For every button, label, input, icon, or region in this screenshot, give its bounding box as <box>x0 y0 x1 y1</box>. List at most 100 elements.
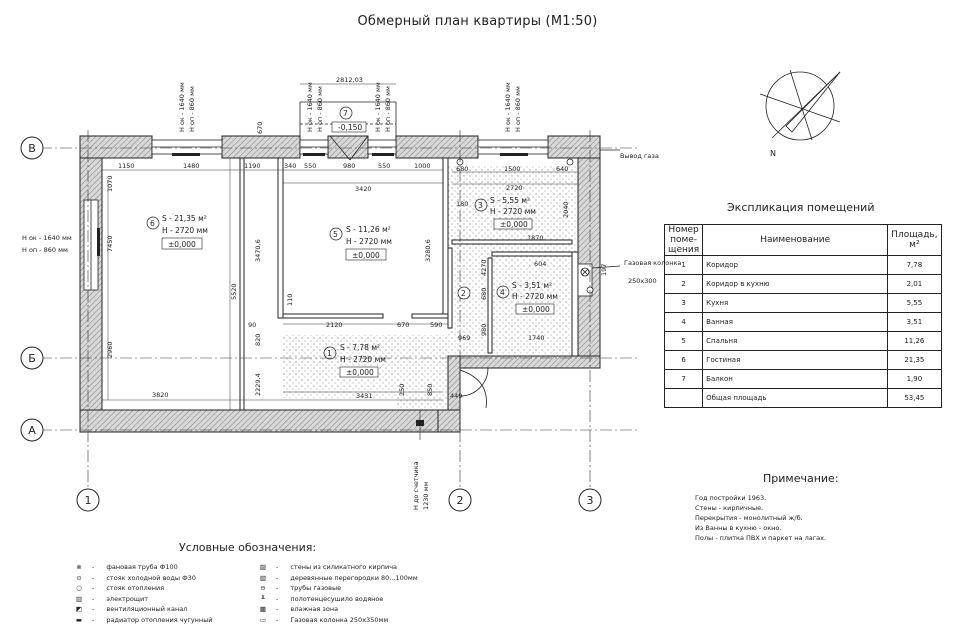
row-area: 53,45 <box>887 388 942 408</box>
svg-text:340: 340 <box>284 162 296 170</box>
legend-dash: - <box>92 584 95 592</box>
legend-dash: - <box>276 615 279 624</box>
svg-text:3470,6: 3470,6 <box>254 239 262 262</box>
svg-text:Н ок - 1640 мм: Н ок - 1640 мм <box>374 82 382 132</box>
legend-right: ▨-стены из силикатного кирпича▧-деревянн… <box>254 562 418 625</box>
row-number: 5 <box>663 331 704 351</box>
towel-rail-icon: ╨ <box>261 594 265 603</box>
legend-dash: - <box>276 563 279 571</box>
legend-item: ╨-полотенцесушило водяное <box>254 594 418 605</box>
legend-text: стены из силикатного кирпича <box>290 563 398 571</box>
axis-label-a: А <box>28 424 36 437</box>
svg-text:2: 2 <box>461 289 466 298</box>
notes-title: Примечание: <box>763 472 839 485</box>
svg-text:7: 7 <box>343 109 348 118</box>
svg-text:550: 550 <box>378 162 390 170</box>
legend-item: ▥-электрощит <box>70 594 213 605</box>
legend-item: ⊙-стояк холодной воды Ф30 <box>70 573 213 584</box>
legend-item: ◩-вентиляционный канал <box>70 604 213 615</box>
svg-text:7450: 7450 <box>106 235 114 252</box>
svg-text:670: 670 <box>256 122 264 134</box>
axis-markers: В Б А 1 2 3 <box>20 136 602 512</box>
legend-dash: - <box>92 594 95 603</box>
svg-text:±0,000: ±0,000 <box>352 251 380 260</box>
svg-text:Н - 2720 мм: Н - 2720 мм <box>512 292 558 301</box>
note-line: Год постройки 1963. <box>695 494 767 502</box>
legend-left: ⊗-фановая труба Ф100⊙-стояк холодной вод… <box>70 562 213 625</box>
notes-block: Год постройки 1963.Стены - кирпичные.Пер… <box>695 493 826 543</box>
axis-label-1: 1 <box>85 494 92 507</box>
svg-text:3820: 3820 <box>152 391 169 399</box>
svg-text:1190: 1190 <box>244 162 261 170</box>
svg-text:680: 680 <box>480 288 488 300</box>
gas-outlet-label: Вывод газа <box>620 152 659 160</box>
svg-text:1500: 1500 <box>504 165 521 173</box>
svg-text:S - 7,78 м²: S - 7,78 м² <box>340 343 380 352</box>
legend-text: вентиляционный канал <box>106 605 188 613</box>
wet-zone <box>282 165 595 412</box>
legend-text: стояк отопления <box>106 584 165 592</box>
svg-text:±0,000: ±0,000 <box>522 305 550 314</box>
legend-item: ⊗-фановая труба Ф100 <box>70 562 213 573</box>
col-name: Наименование <box>702 224 889 256</box>
axis-marker-a <box>20 418 44 442</box>
note-line: Стены - кирпичные. <box>695 504 764 512</box>
svg-text:3: 3 <box>478 201 483 210</box>
room-5-label: 5 S - 11,26 м² Н - 2720 мм ±0,000 <box>329 225 392 261</box>
legend-dash: - <box>92 615 95 624</box>
legend-text: трубы газовые <box>290 584 342 592</box>
svg-text:Н оп - 860 мм: Н оп - 860 мм <box>384 86 392 132</box>
svg-text:110: 110 <box>286 294 294 306</box>
svg-text:590: 590 <box>430 321 442 329</box>
explication-title: Экспликация помещений <box>727 201 875 214</box>
svg-text:Н до счетчика: Н до счетчика <box>412 461 420 510</box>
svg-text:Н оп - 860 мм: Н оп - 860 мм <box>316 86 324 132</box>
svg-text:969: 969 <box>458 334 470 342</box>
svg-text:Н оп - 860 мм: Н оп - 860 мм <box>514 86 522 132</box>
row-name: Балкон <box>702 369 889 389</box>
svg-text:2229,4: 2229,4 <box>254 373 262 396</box>
svg-text:980: 980 <box>343 162 355 170</box>
axis-label-3: 3 <box>587 494 594 507</box>
legend-item: ▬-радиатор отопления чугунный <box>70 615 213 626</box>
axis-marker-b <box>20 136 44 160</box>
svg-text:Н ок - 1640 мм: Н ок - 1640 мм <box>22 234 72 242</box>
row-name: Гостиная <box>702 350 889 370</box>
row-number: 7 <box>663 369 704 389</box>
legend-text: деревянные перегородки 80...100мм <box>290 573 418 582</box>
row-area: 11,26 <box>887 331 942 351</box>
svg-text:Н ок - 1640 мм: Н ок - 1640 мм <box>504 82 512 132</box>
svg-text:197: 197 <box>600 264 608 276</box>
row-area: 7,78 <box>887 255 942 275</box>
dimension-labels: 1150 1480 1190 340 550 980 550 1000 2812… <box>106 76 608 400</box>
svg-text:Н - 2720 мм: Н - 2720 мм <box>346 237 392 246</box>
row-area: 21,35 <box>887 350 942 370</box>
svg-text:Н - 2720 мм: Н - 2720 мм <box>340 355 386 364</box>
row-name: Коридор в кухню <box>702 274 889 294</box>
svg-text:90: 90 <box>248 321 256 329</box>
room-6-label: 6 S - 21,35 м² Н - 2720 мм ±0,000 <box>146 214 208 250</box>
svg-text:5520: 5520 <box>230 283 238 300</box>
svg-text:3280,6: 3280,6 <box>424 239 432 262</box>
legend-text: влажная зона <box>290 605 339 613</box>
svg-text:604: 604 <box>534 260 546 268</box>
legend-dash: - <box>276 594 279 603</box>
svg-text:Н ок - 1640 мм: Н ок - 1640 мм <box>178 82 186 132</box>
svg-text:550: 550 <box>304 162 316 170</box>
row-number: 1 <box>663 255 704 275</box>
north-arrow: N <box>759 69 841 158</box>
gas-column-label: Газовая колонка <box>624 259 681 267</box>
row-area: 1,90 <box>887 369 942 389</box>
svg-text:S - 21,35 м²: S - 21,35 м² <box>162 214 207 223</box>
cold-water-icon: ⊙ <box>76 573 82 582</box>
room-4-label: 4 S - 3,51 м² Н - 2720 мм ±0,000 <box>496 281 558 315</box>
svg-text:S - 3,51 м²: S - 3,51 м² <box>512 281 552 290</box>
axis-marker-1 <box>76 488 100 512</box>
axis-label-b: В <box>28 142 36 155</box>
axis-marker-bb <box>20 346 44 370</box>
